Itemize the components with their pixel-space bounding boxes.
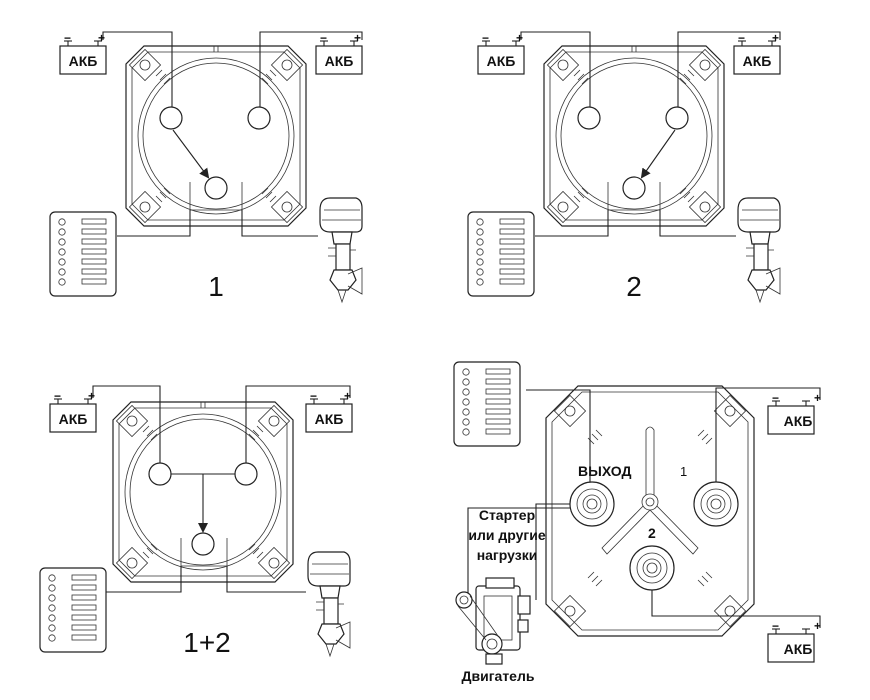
svg-text:+: +: [772, 31, 779, 45]
terminal-1: [693, 481, 739, 527]
starter-label-line1: Стартер: [479, 507, 535, 523]
output-label: ВЫХОД: [578, 463, 631, 479]
starter-label-line2: или другие: [468, 527, 545, 543]
control-panel: [453, 361, 521, 447]
terminal-1: [148, 462, 172, 486]
outboard-motor: [307, 551, 351, 657]
mode-label-1: 1: [208, 271, 224, 302]
terminal-2: [247, 106, 271, 130]
svg-text:−: −: [482, 31, 489, 45]
mode-label-both: 1+2: [183, 627, 231, 658]
svg-text:АКБ: АКБ: [315, 411, 344, 427]
switch-housing-rear: [545, 385, 755, 637]
battery-1: АКБ − +: [49, 389, 97, 433]
svg-text:−: −: [54, 389, 61, 403]
svg-text:−: −: [772, 619, 779, 633]
svg-text:АКБ: АКБ: [325, 53, 354, 69]
svg-text:АКБ: АКБ: [59, 411, 88, 427]
divider-ribs: [601, 426, 699, 555]
svg-text:+: +: [98, 31, 105, 45]
svg-text:АКБ: АКБ: [784, 413, 813, 429]
svg-text:+: +: [814, 391, 821, 405]
output-terminal: [622, 176, 646, 200]
starter-label-line3: нагрузки: [477, 547, 538, 563]
svg-text:АКБ: АКБ: [784, 641, 813, 657]
svg-text:АКБ: АКБ: [69, 53, 98, 69]
output-terminal: [204, 176, 228, 200]
terminal-1: [159, 106, 183, 130]
output-terminal: [569, 481, 615, 527]
battery-1: АКБ − +: [59, 31, 107, 75]
terminal-1: [577, 106, 601, 130]
svg-text:−: −: [738, 31, 745, 45]
battery-1: АКБ − +: [477, 31, 525, 75]
svg-text:АКБ: АКБ: [743, 53, 772, 69]
svg-text:−: −: [64, 31, 71, 45]
svg-text:−: −: [310, 389, 317, 403]
battery-2: АКБ − +: [733, 31, 781, 75]
svg-text:АКБ: АКБ: [487, 53, 516, 69]
connection-arrow: [172, 129, 210, 179]
terminal-2: [629, 545, 675, 591]
mode-1-diagram: АКБ − + АКБ − + 1: [49, 31, 363, 303]
svg-text:−: −: [772, 391, 779, 405]
svg-text:+: +: [88, 389, 95, 403]
terminal-2-label: 2: [648, 525, 656, 541]
svg-text:+: +: [516, 31, 523, 45]
control-panel: [467, 211, 535, 297]
wiring-diagram: ВЫХОД 1 2 АКБ − + АКБ − + Стартер или др…: [453, 361, 821, 684]
control-panel: [39, 567, 107, 653]
svg-text:+: +: [344, 389, 351, 403]
terminal-2: [665, 106, 689, 130]
svg-text:−: −: [320, 31, 327, 45]
terminal-2: [234, 462, 258, 486]
battery-2: АКБ − +: [767, 619, 821, 663]
outboard-motor: [319, 197, 363, 303]
engine-label: Двигатель: [462, 668, 535, 684]
mode-2-diagram: АКБ − + АКБ − + 2: [467, 31, 781, 303]
connection-arrow: [640, 129, 676, 179]
control-panel: [49, 211, 117, 297]
outboard-motor: [737, 197, 781, 303]
mode-label-2: 2: [626, 271, 642, 302]
battery-2: АКБ − +: [305, 389, 353, 433]
svg-text:+: +: [354, 31, 361, 45]
engine-illustration: [455, 577, 531, 665]
mode-both-diagram: АКБ − + АКБ − + 1+2: [39, 385, 353, 658]
battery-1: АКБ − +: [767, 391, 821, 435]
battery-2: АКБ − +: [315, 31, 363, 75]
svg-text:+: +: [814, 619, 821, 633]
output-terminal: [191, 532, 215, 556]
terminal-1-label: 1: [680, 464, 687, 479]
